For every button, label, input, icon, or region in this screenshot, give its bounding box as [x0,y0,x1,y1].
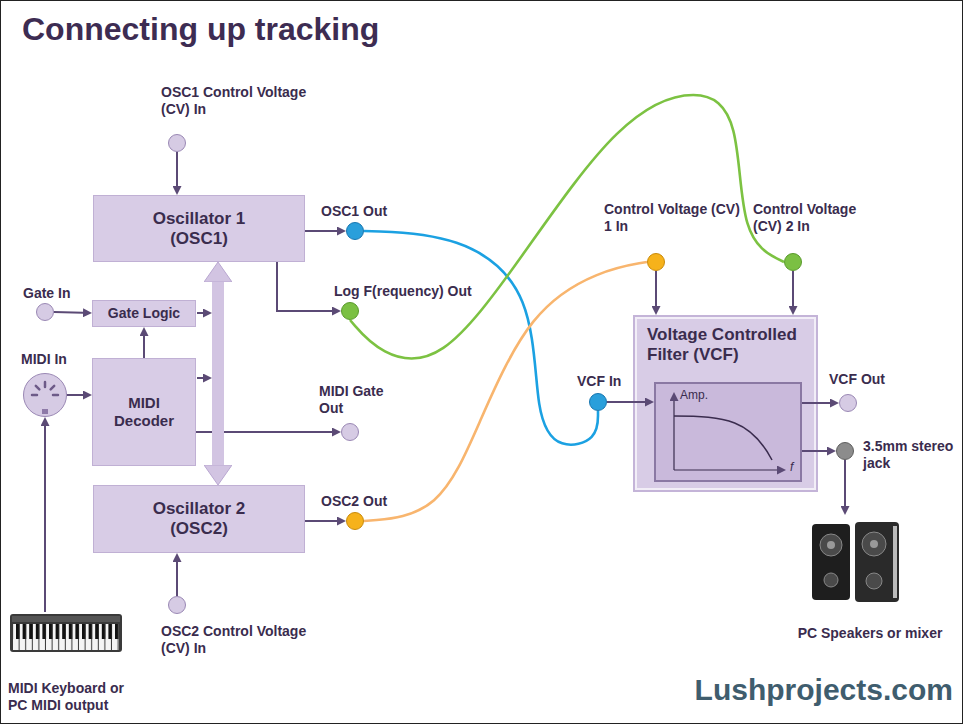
signal-arrow [44,426,46,612]
cv-jack: Control Voltage (CV) 2 In [784,253,802,271]
node-label: Control Voltage (CV) 2 In [753,201,883,235]
bus-arrow [212,282,224,465]
keyboard-illustration [10,614,122,652]
node-label: Gate In [23,285,103,302]
watermark: Lushprojects.com [695,672,953,708]
signal-arrow [305,230,337,232]
node-label: Oscillator 1 (OSC1) [134,209,264,249]
node-label: MIDI In [21,351,101,368]
patch-cable [364,262,647,521]
signal-arrow [802,450,827,452]
signal-arrow [143,336,145,358]
decoder-box: MIDI Decoder [92,358,196,466]
node-label: PC Speakers or mixer [795,625,945,642]
node-label: OSC1 Out [321,203,411,220]
output-jack: Log F(requency) Out [341,302,359,320]
signal-arrow [277,262,332,311]
signal-arrow [792,271,794,306]
filter-box: Voltage Controlled Filter (VCF) Amp. f [633,315,818,492]
signal-arrow [305,520,337,522]
node-label: f [790,460,793,475]
oscillator-box: Oscillator 1 (OSC1) [93,195,305,262]
keyboard-figure: MIDI Keyboard or PC MIDI output [8,612,158,718]
patch-cable [350,95,784,359]
node-label: 3.5mm stereo jack [863,438,958,472]
node-label: Gate Logic [108,305,180,322]
node-label: Voltage Controlled Filter (VCF) [647,325,812,365]
din-pins [23,373,67,417]
node-label: OSC2 Out [321,493,411,510]
speaker-illustration [812,522,899,602]
node-label: MIDI Keyboard or PC MIDI output [8,680,143,714]
input-jack: VCF In [589,393,607,411]
node-label: Amp. [680,388,708,403]
signal-arrow [67,394,83,396]
response-graph: Amp. f [654,382,802,482]
node-label: Oscillator 2 (OSC2) [134,499,264,539]
node-label: OSC1 Control Voltage (CV) In [161,84,331,118]
output-jack: OSC2 Out [346,512,364,530]
node-label: MIDI Gate Out [319,383,399,417]
signal-arrow [802,402,830,404]
output-jack: OSC1 Out [346,222,364,240]
signal-arrow [655,271,657,306]
node-label: Control Voltage (CV) 1 In [604,201,744,235]
signal-arrow [176,562,178,596]
signal-arrow [176,152,178,186]
node-label: OSC2 Control Voltage (CV) In [161,623,331,657]
cv-jack: OSC1 Control Voltage (CV) In [168,134,186,152]
signal-arrow [844,460,846,506]
audio-jack: 3.5mm stereo jack [836,442,854,460]
node-label: VCF Out [829,371,909,388]
node-label: Log F(requency) Out [334,283,534,300]
output-jack: VCF Out [839,394,857,412]
node-label: MIDI Decoder [104,394,184,430]
gate-jack: Gate In [36,303,54,321]
diagram-title: Connecting up tracking [22,10,379,48]
midi-socket: MIDI In [23,373,67,417]
filter-response-curve [656,384,800,480]
logic-box: Gate Logic [92,300,196,327]
patch-cable [364,231,598,445]
speaker-figure: PC Speakers or mixer [795,515,945,640]
signal-arrow [607,401,645,403]
cv-jack: OSC2 Control Voltage (CV) In [168,596,186,614]
cv-jack: Control Voltage (CV) 1 In [647,253,665,271]
signal-arrow [54,311,83,314]
output-jack: MIDI Gate Out [341,423,359,441]
bus-feed-arrows [197,313,203,378]
node-label: VCF In [577,373,647,390]
oscillator-box: Oscillator 2 (OSC2) [93,485,305,553]
